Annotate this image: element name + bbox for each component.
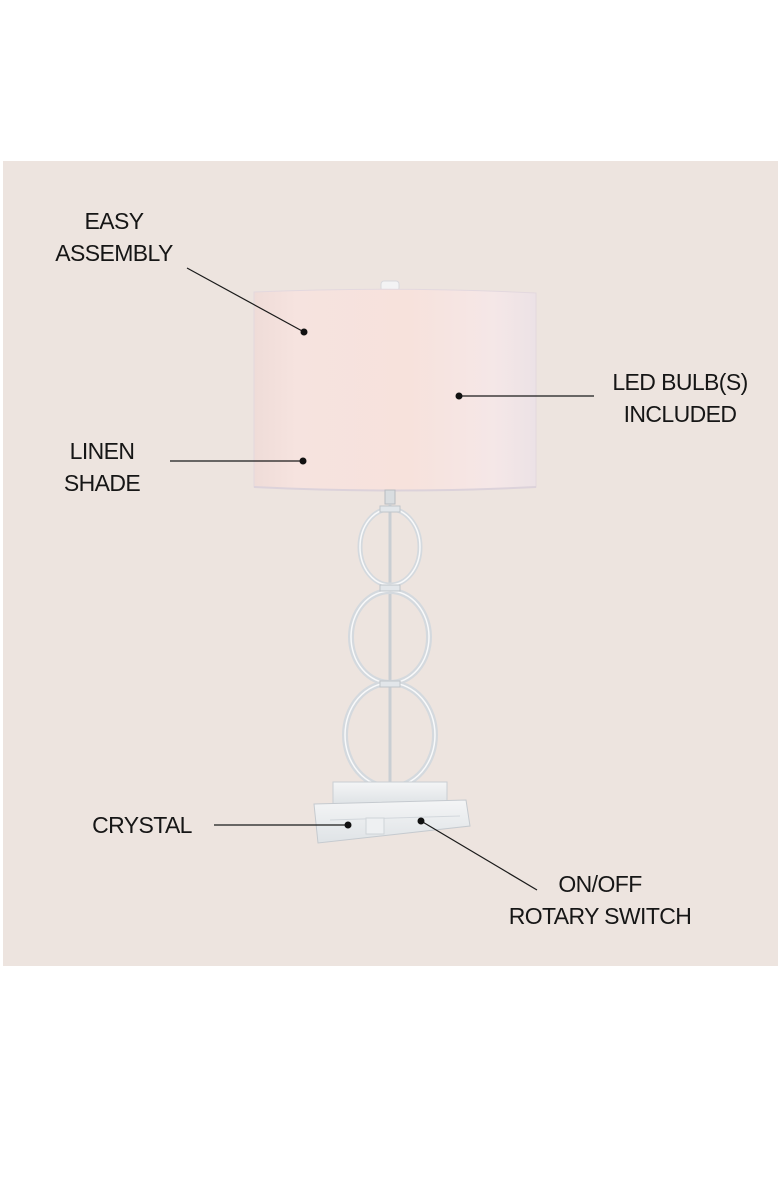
callout-line: LINEN bbox=[69, 438, 135, 464]
callout-line: ASSEMBLY bbox=[55, 240, 173, 266]
crystal-base bbox=[313, 781, 471, 844]
callout-line: INCLUDED bbox=[623, 401, 737, 427]
callout-line: ROTARY SWITCH bbox=[508, 903, 692, 929]
callout-easy-assembly: EASY ASSEMBLY bbox=[44, 205, 184, 269]
callout-line: EASY bbox=[84, 208, 145, 234]
callout-rotary-switch: ON/OFF ROTARY SWITCH bbox=[494, 868, 706, 932]
callout-line: CRYSTAL bbox=[92, 812, 192, 838]
callout-line: LED BULB(S) bbox=[612, 369, 748, 395]
callout-lines bbox=[170, 267, 594, 891]
callout-led-bulbs: LED BULB(S) INCLUDED bbox=[598, 366, 762, 430]
callout-line: ON/OFF bbox=[558, 871, 642, 897]
lamp-stem bbox=[384, 489, 396, 795]
callout-linen-shade: LINEN SHADE bbox=[52, 435, 152, 499]
lamp-shade bbox=[253, 288, 537, 492]
callout-line: SHADE bbox=[63, 470, 141, 496]
callout-crystal: CRYSTAL bbox=[82, 809, 202, 841]
